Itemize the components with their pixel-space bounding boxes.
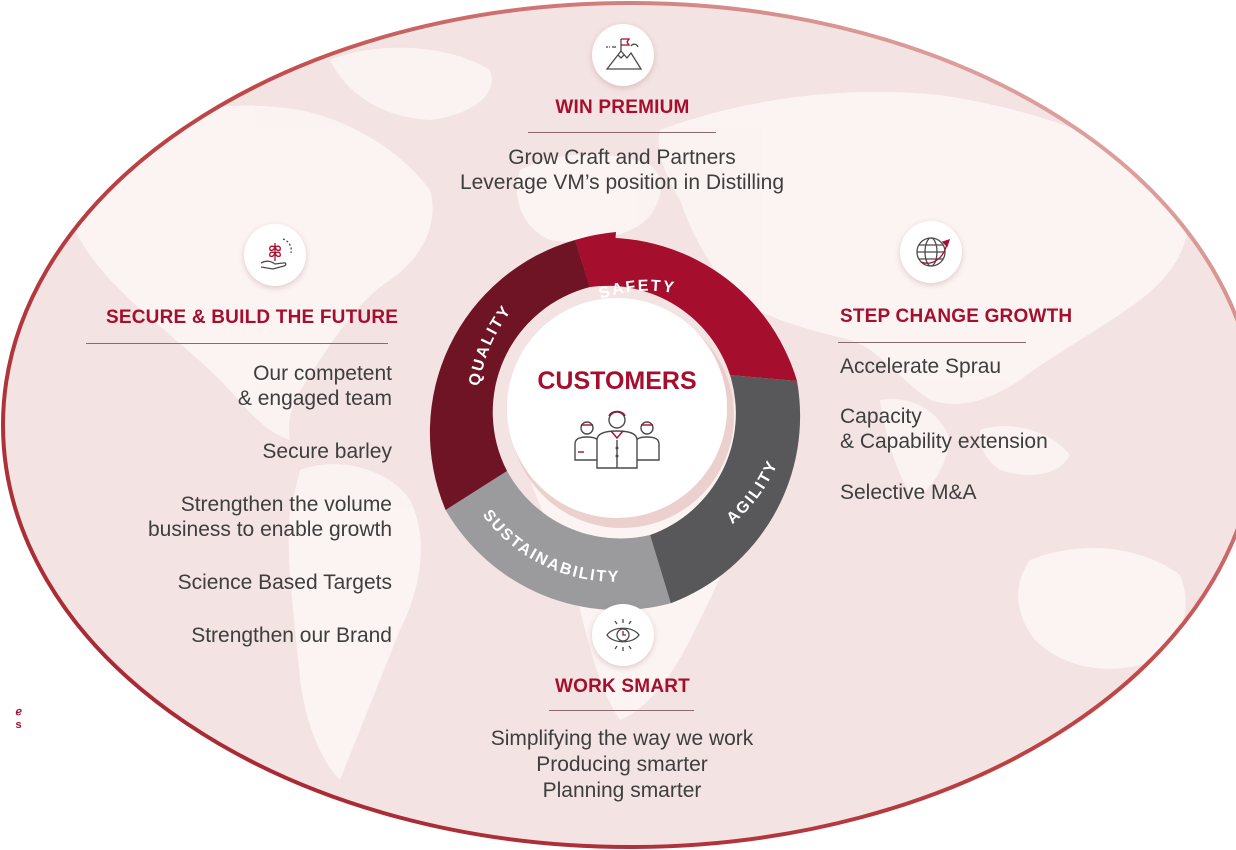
secure-future-item-1-line-2: & engaged team — [237, 387, 392, 410]
step-change-item-1: Accelerate Sprau — [840, 355, 1002, 378]
secure-future-item-2: Secure barley — [262, 440, 392, 463]
eye-icon — [592, 604, 654, 666]
secure-future-item-3-line-2: business to enable growth — [148, 518, 392, 541]
win-premium-line-2: Leverage VM’s position in Distilling — [459, 171, 785, 194]
step-change-item-3: Selective M&A — [840, 481, 977, 504]
step-change-title: STEP CHANGE GROWTH — [840, 306, 1073, 327]
step-change-item-2-line-1: Capacity — [840, 405, 922, 428]
hand-plant-icon — [244, 224, 306, 286]
mountain-flag-icon — [592, 24, 654, 86]
segment-agility — [650, 375, 801, 604]
work-smart-divider — [549, 710, 694, 711]
segment-quality — [429, 240, 590, 510]
work-smart-line-3: Planning smarter — [542, 779, 702, 802]
win-premium-title: WIN PREMIUM — [555, 97, 690, 118]
segment-sustainability — [445, 471, 671, 611]
globe-plane-icon — [900, 221, 962, 283]
secure-future-item-5: Strengthen our Brand — [191, 624, 392, 647]
win-premium-line-1: Grow Craft and Partners — [508, 146, 736, 169]
secure-future-divider — [86, 343, 388, 344]
work-smart-title: WORK SMART — [555, 676, 690, 697]
secure-future-item-1-line-1: Our competent — [253, 362, 392, 385]
secure-future-item-4: Science Based Targets — [177, 571, 392, 594]
secure-future-item-3-line-1: Strengthen the volume — [180, 493, 392, 516]
secure-future-title: SECURE & BUILD THE FUTURE — [106, 307, 399, 328]
step-change-divider — [838, 342, 1026, 343]
hub-title: CUSTOMERS — [537, 367, 697, 395]
people-group-icon — [574, 410, 660, 469]
segment-safety — [575, 237, 797, 381]
work-smart-line-1: Simplifying the way we work — [490, 727, 754, 750]
work-smart-line-2: Producing smarter — [536, 753, 708, 776]
step-change-item-2-line-2: & Capability extension — [840, 430, 1048, 453]
win-premium-divider — [528, 132, 716, 133]
